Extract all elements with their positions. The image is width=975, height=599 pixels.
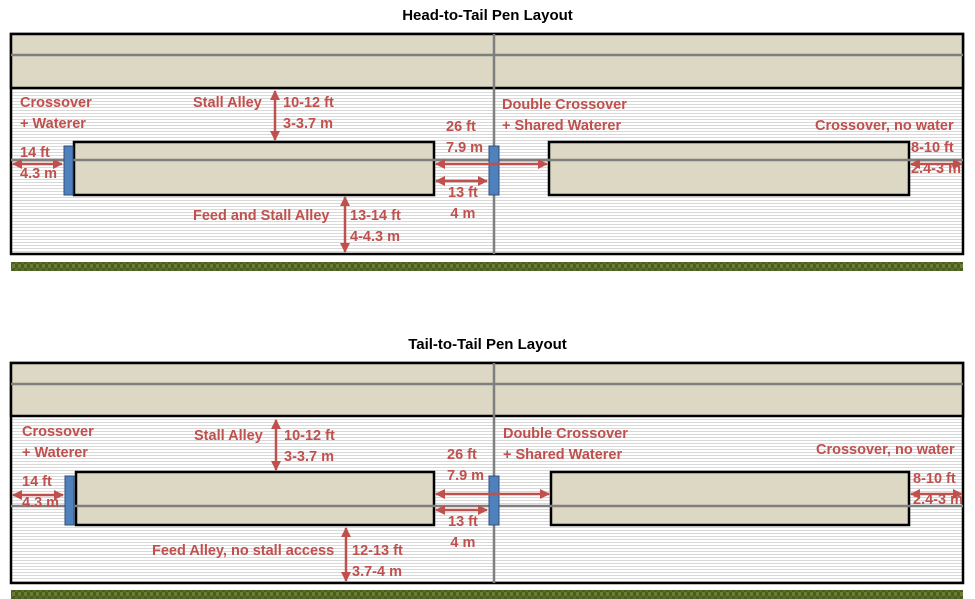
- layout-tail-to-tail: [9, 361, 965, 599]
- layout2-title: Tail-to-Tail Pen Layout: [408, 336, 567, 353]
- waterer-left: [63, 145, 74, 196]
- stall-row-left: [72, 140, 436, 197]
- waterer-gap-dimension: 13 ft 4 m: [448, 185, 478, 222]
- right-crossover-dimension: 8-10 ft 2.4-3 m: [911, 140, 961, 177]
- stall-alley-dimension: 10-12 ft 3-3.7 m: [284, 428, 335, 465]
- right-crossover-dimension: 8-10 ft 2.4-3 m: [913, 471, 963, 508]
- double-crossover-label: Double Crossover + Shared Waterer: [502, 97, 627, 134]
- stall-row-left: [74, 470, 436, 527]
- left-crossover-dimension: 14 ft 4.3 m: [22, 474, 60, 511]
- stall-alley-dimension: 10-12 ft 3-3.7 m: [283, 95, 334, 132]
- stall-row-right: [549, 470, 911, 527]
- feed-stall-alley-dimension: 13-14 ft 4-4.3 m: [350, 208, 401, 245]
- left-crossover-dimension: 14 ft 4.3 m: [20, 145, 58, 182]
- double-crossover-label: Double Crossover + Shared Waterer: [503, 426, 628, 463]
- feed-alley-dimension: 12-13 ft 3.7-4 m: [352, 543, 403, 580]
- stall-alley-label: Stall Alley: [194, 428, 263, 444]
- feed-stall-alley-label: Feed and Stall Alley: [193, 208, 330, 224]
- ground-strip: [11, 262, 963, 271]
- ground-strip: [11, 590, 963, 599]
- layout1-title: Head-to-Tail Pen Layout: [402, 7, 573, 24]
- double-crossover-dimension: 26 ft 7.9 m: [447, 447, 485, 484]
- waterer-gap-dimension: 13 ft 4 m: [448, 514, 478, 551]
- waterer-left: [64, 475, 75, 526]
- stall-alley-label: Stall Alley: [193, 95, 262, 111]
- waterer-shared: [488, 475, 500, 526]
- crossover-no-water-label: Crossover, no water: [816, 442, 955, 458]
- crossover-waterer-label: Crossover + Waterer: [20, 95, 92, 132]
- stall-row-right: [547, 140, 911, 197]
- stall-row-top: [9, 32, 965, 90]
- stall-row-top: [9, 361, 965, 418]
- crossover-no-water-label: Crossover, no water: [815, 118, 954, 134]
- double-crossover-dimension: 26 ft 7.9 m: [446, 119, 484, 156]
- layout-head-to-tail: [9, 32, 965, 271]
- feed-alley-label: Feed Alley, no stall access: [152, 543, 335, 559]
- waterer-shared: [488, 145, 500, 196]
- crossover-waterer-label: Crossover + Waterer: [22, 424, 94, 461]
